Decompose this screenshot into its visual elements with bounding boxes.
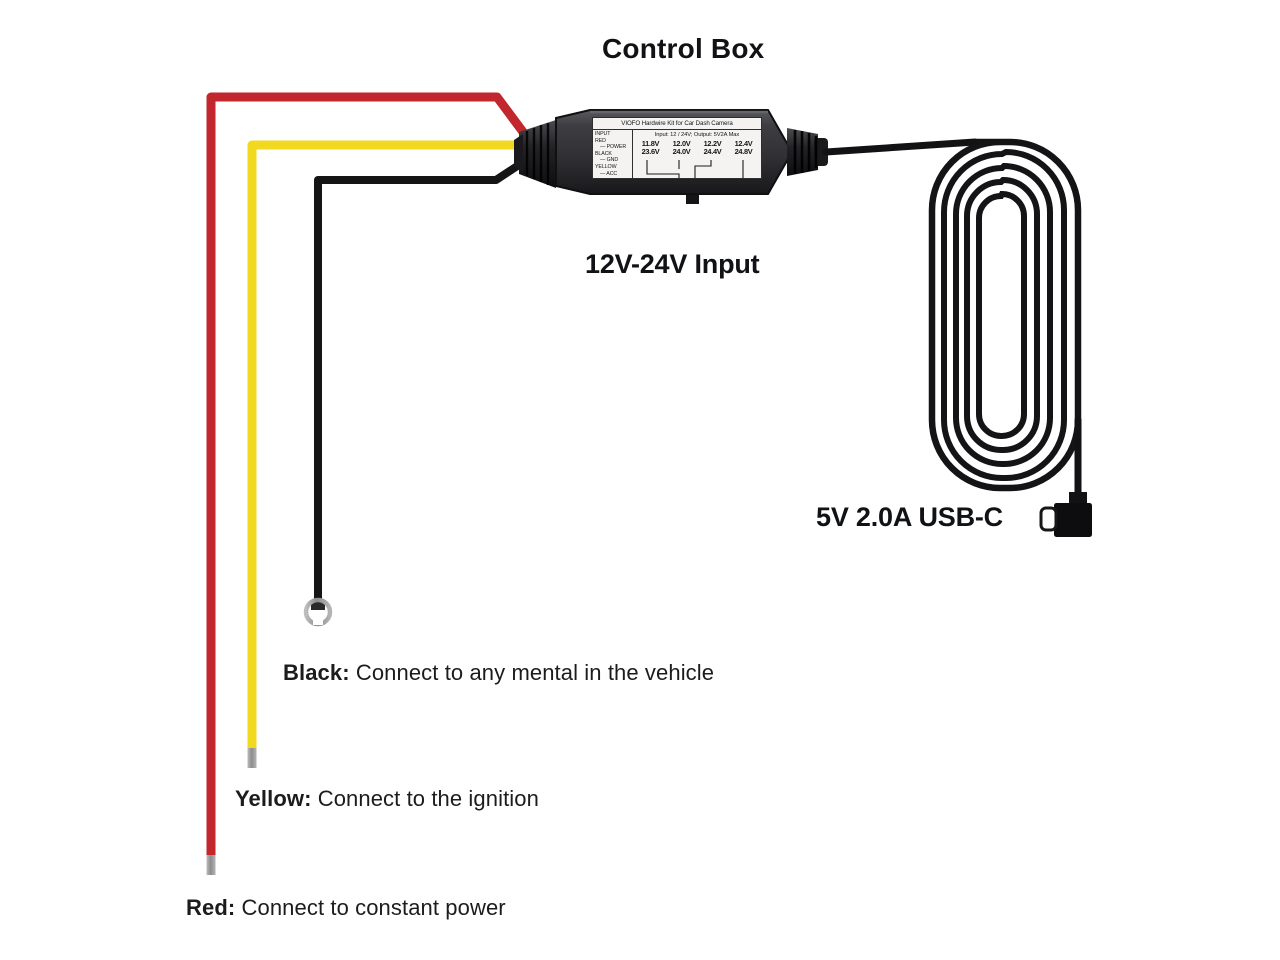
voltage-selector-traces — [646, 160, 744, 178]
output-cable-coil — [822, 138, 1082, 504]
yellow-wire-text: Connect to the ignition — [311, 786, 539, 811]
usb-c-connector — [1039, 492, 1092, 537]
legend-gnd: — GND — [600, 157, 619, 164]
output-spec-label: 5V 2.0A USB-C — [816, 502, 1003, 532]
voltage-column-1: 11.8V 23.6V — [641, 139, 660, 157]
voltage-low-3: 12.2V — [703, 139, 722, 148]
yellow-wire-bare-tip — [247, 748, 257, 768]
voltage-column-3: 12.2V 24.4V — [703, 139, 722, 157]
black-wire-text: Connect to any mental in the vehicle — [349, 660, 715, 685]
printed-label-input-output-line: Input: 12 / 24V; Output: 5V2A Max — [654, 132, 740, 138]
legend-black: BLACK — [595, 150, 612, 157]
voltage-low-1: 11.8V — [641, 139, 660, 148]
black-wire-lead: Black: — [283, 660, 350, 685]
red-wire-bare-tip — [206, 855, 216, 875]
printed-label-brand-line: VIOFO Hardwire Kit for Car Dash Camera — [593, 118, 761, 130]
legend-red: RED — [595, 137, 606, 144]
printed-label-voltage-table: Input: 12 / 24V; Output: 5V2A Max 11.8V … — [633, 130, 761, 178]
wire-red — [206, 92, 533, 875]
red-wire-lead: Red: — [186, 895, 236, 920]
yellow-wire-instruction: Yellow: Connect to the ignition — [235, 786, 539, 811]
voltage-high-3: 24.4V — [703, 147, 722, 157]
wire-black — [303, 153, 534, 627]
voltage-low-2: 12.0V — [672, 139, 691, 148]
yellow-wire-lead: Yellow: — [235, 786, 312, 811]
legend-input: INPUT — [595, 131, 611, 137]
voltage-high-1: 23.6V — [641, 147, 660, 157]
voltage-low-4: 12.4V — [734, 139, 753, 148]
legend-acc: — ACC — [600, 170, 618, 177]
black-wire-instruction: Black: Connect to any mental in the vehi… — [283, 660, 715, 685]
voltage-column-4: 12.4V 24.8V — [734, 139, 753, 157]
voltage-high-4: 24.8V — [734, 147, 753, 157]
left-strain-relief — [514, 120, 556, 188]
red-wire-instruction: Red: Connect to constant power — [186, 895, 506, 920]
legend-power: — POWER — [600, 144, 627, 151]
red-wire-text: Connect to constant power — [235, 895, 506, 920]
black-wire-ring-terminal — [303, 597, 333, 627]
usb-c-plug-tip — [1039, 506, 1058, 532]
right-strain-relief — [787, 128, 828, 176]
control-box-title: Control Box — [602, 33, 765, 64]
voltage-high-2: 24.0V — [672, 147, 691, 157]
printed-label-wire-legend: INPUT RED — POWER BLACK — GND YELLOW — A… — [593, 130, 633, 178]
input-spec-label: 12V-24V Input — [585, 249, 760, 279]
legend-yellow: YELLOW — [595, 163, 617, 170]
control-box-printed-label: VIOFO Hardwire Kit for Car Dash Camera I… — [592, 117, 762, 179]
control-box-bottom-tab — [686, 194, 699, 204]
voltage-column-2: 12.0V 24.0V — [672, 139, 691, 157]
